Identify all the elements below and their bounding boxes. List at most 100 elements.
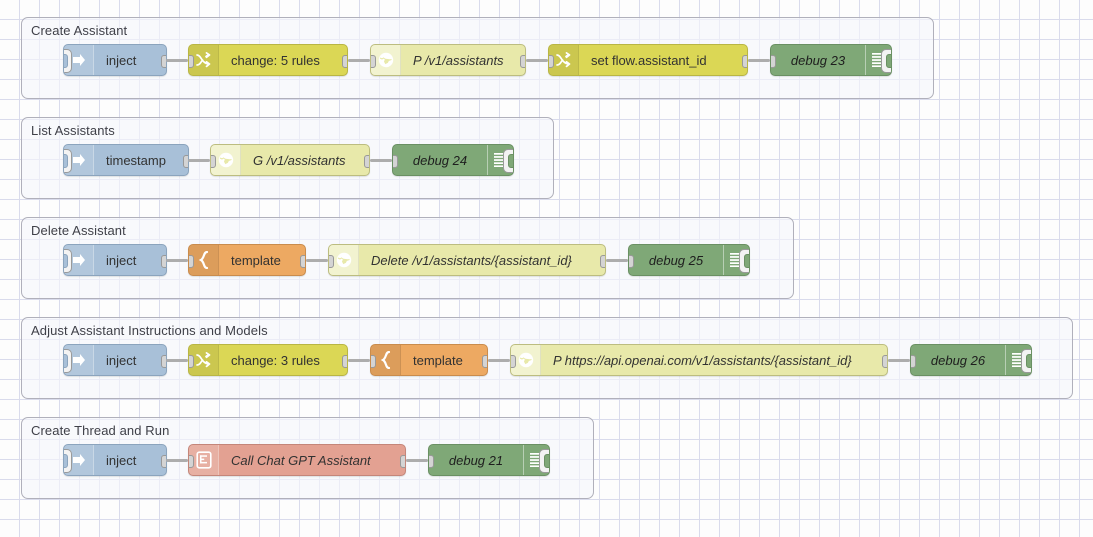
output-port[interactable] [600,255,605,268]
group-title: Adjust Assistant Instructions and Models [31,323,268,338]
template-brace-icon [371,345,401,375]
node-label: debug 21 [448,452,504,468]
debug-lines-icon [523,445,549,475]
node-label: Call Chat GPT Assistant [231,452,371,468]
inject-button-square-icon [64,354,68,368]
node-debug[interactable]: debug 24 [392,144,514,176]
node-debug[interactable]: debug 26 [910,344,1032,376]
node-label: change: 3 rules [231,352,320,368]
debug-button-square-icon [744,254,749,268]
node-http-request[interactable]: P /v1/assistants [370,44,526,76]
node-inject[interactable]: inject [63,44,167,76]
debug-button-square-icon [886,54,891,68]
node-change[interactable]: change: 5 rules [188,44,348,76]
node-template[interactable]: template [370,344,488,376]
globe-icon [211,145,241,175]
wire [166,59,188,62]
input-port[interactable] [329,255,334,268]
inject-button-square-icon [64,454,68,468]
node-http-request[interactable]: G /v1/assistants [210,144,370,176]
input-port[interactable] [211,155,216,168]
group-title: List Assistants [31,123,115,138]
input-port[interactable] [189,355,194,368]
debug-toggle-button[interactable] [539,449,549,473]
debug-button-square-icon [544,454,549,468]
wire [406,459,428,462]
wire [488,359,510,362]
input-port[interactable] [371,55,376,68]
node-debug[interactable]: debug 23 [770,44,892,76]
debug-toggle-button[interactable] [503,149,513,173]
globe-icon [371,45,401,75]
debug-toggle-button[interactable] [739,249,749,273]
node-inject[interactable]: inject [63,244,167,276]
output-port[interactable] [161,355,166,368]
inject-trigger-button[interactable] [64,249,72,273]
node-label: debug 26 [930,352,986,368]
input-port[interactable] [629,255,634,268]
output-port[interactable] [300,255,305,268]
input-port[interactable] [393,155,398,168]
node-http-request[interactable]: P https://api.openai.com/v1/assistants/{… [510,344,888,376]
node-label: P https://api.openai.com/v1/assistants/{… [553,352,852,368]
output-port[interactable] [882,355,887,368]
input-port[interactable] [911,355,916,368]
node-inject[interactable]: inject [63,344,167,376]
node-change[interactable]: set flow.assistant_id [548,44,748,76]
inject-trigger-button[interactable] [64,449,72,473]
group-title: Delete Assistant [31,223,126,238]
input-port[interactable] [189,455,194,468]
node-label: P /v1/assistants [413,52,504,68]
inject-trigger-button[interactable] [64,49,72,73]
inject-trigger-button[interactable] [64,149,72,173]
node-label: inject [106,52,137,68]
output-port[interactable] [161,55,166,68]
node-label: Delete /v1/assistants/{assistant_id} [371,252,572,268]
inject-button-square-icon [64,54,68,68]
input-port[interactable] [549,55,554,68]
node-change[interactable]: change: 3 rules [188,344,348,376]
globe-icon [329,245,359,275]
input-port[interactable] [371,355,376,368]
inject-button-square-icon [64,254,68,268]
output-port[interactable] [183,155,188,168]
output-port[interactable] [520,55,525,68]
wire [348,359,370,362]
input-port[interactable] [429,455,434,468]
debug-toggle-button[interactable] [881,49,891,73]
node-http-request[interactable]: Delete /v1/assistants/{assistant_id} [328,244,606,276]
change-shuffle-icon [189,45,219,75]
change-shuffle-icon [189,345,219,375]
wire [348,59,370,62]
debug-button-square-icon [1026,354,1031,368]
debug-lines-icon [487,145,513,175]
debug-toggle-button[interactable] [1021,349,1031,373]
input-port[interactable] [511,355,516,368]
node-template[interactable]: template [188,244,306,276]
output-port[interactable] [342,55,347,68]
input-port[interactable] [771,55,776,68]
debug-lines-icon [723,245,749,275]
node-inject[interactable]: inject [63,444,167,476]
node-debug[interactable]: debug 25 [628,244,750,276]
node-debug[interactable]: debug 21 [428,444,550,476]
input-port[interactable] [189,255,194,268]
output-port[interactable] [742,55,747,68]
input-port[interactable] [189,55,194,68]
inject-trigger-button[interactable] [64,349,72,373]
output-port[interactable] [161,455,166,468]
node-label: G /v1/assistants [253,152,346,168]
wire [166,259,188,262]
output-port[interactable] [342,355,347,368]
node-label: timestamp [106,152,166,168]
output-port[interactable] [161,255,166,268]
wire [606,259,628,262]
debug-lines-icon [865,45,891,75]
inject-button-square-icon [64,154,68,168]
output-port[interactable] [400,455,405,468]
node-inject[interactable]: timestamp [63,144,189,176]
output-port[interactable] [364,155,369,168]
output-port[interactable] [482,355,487,368]
node-function[interactable]: Call Chat GPT Assistant [188,444,406,476]
